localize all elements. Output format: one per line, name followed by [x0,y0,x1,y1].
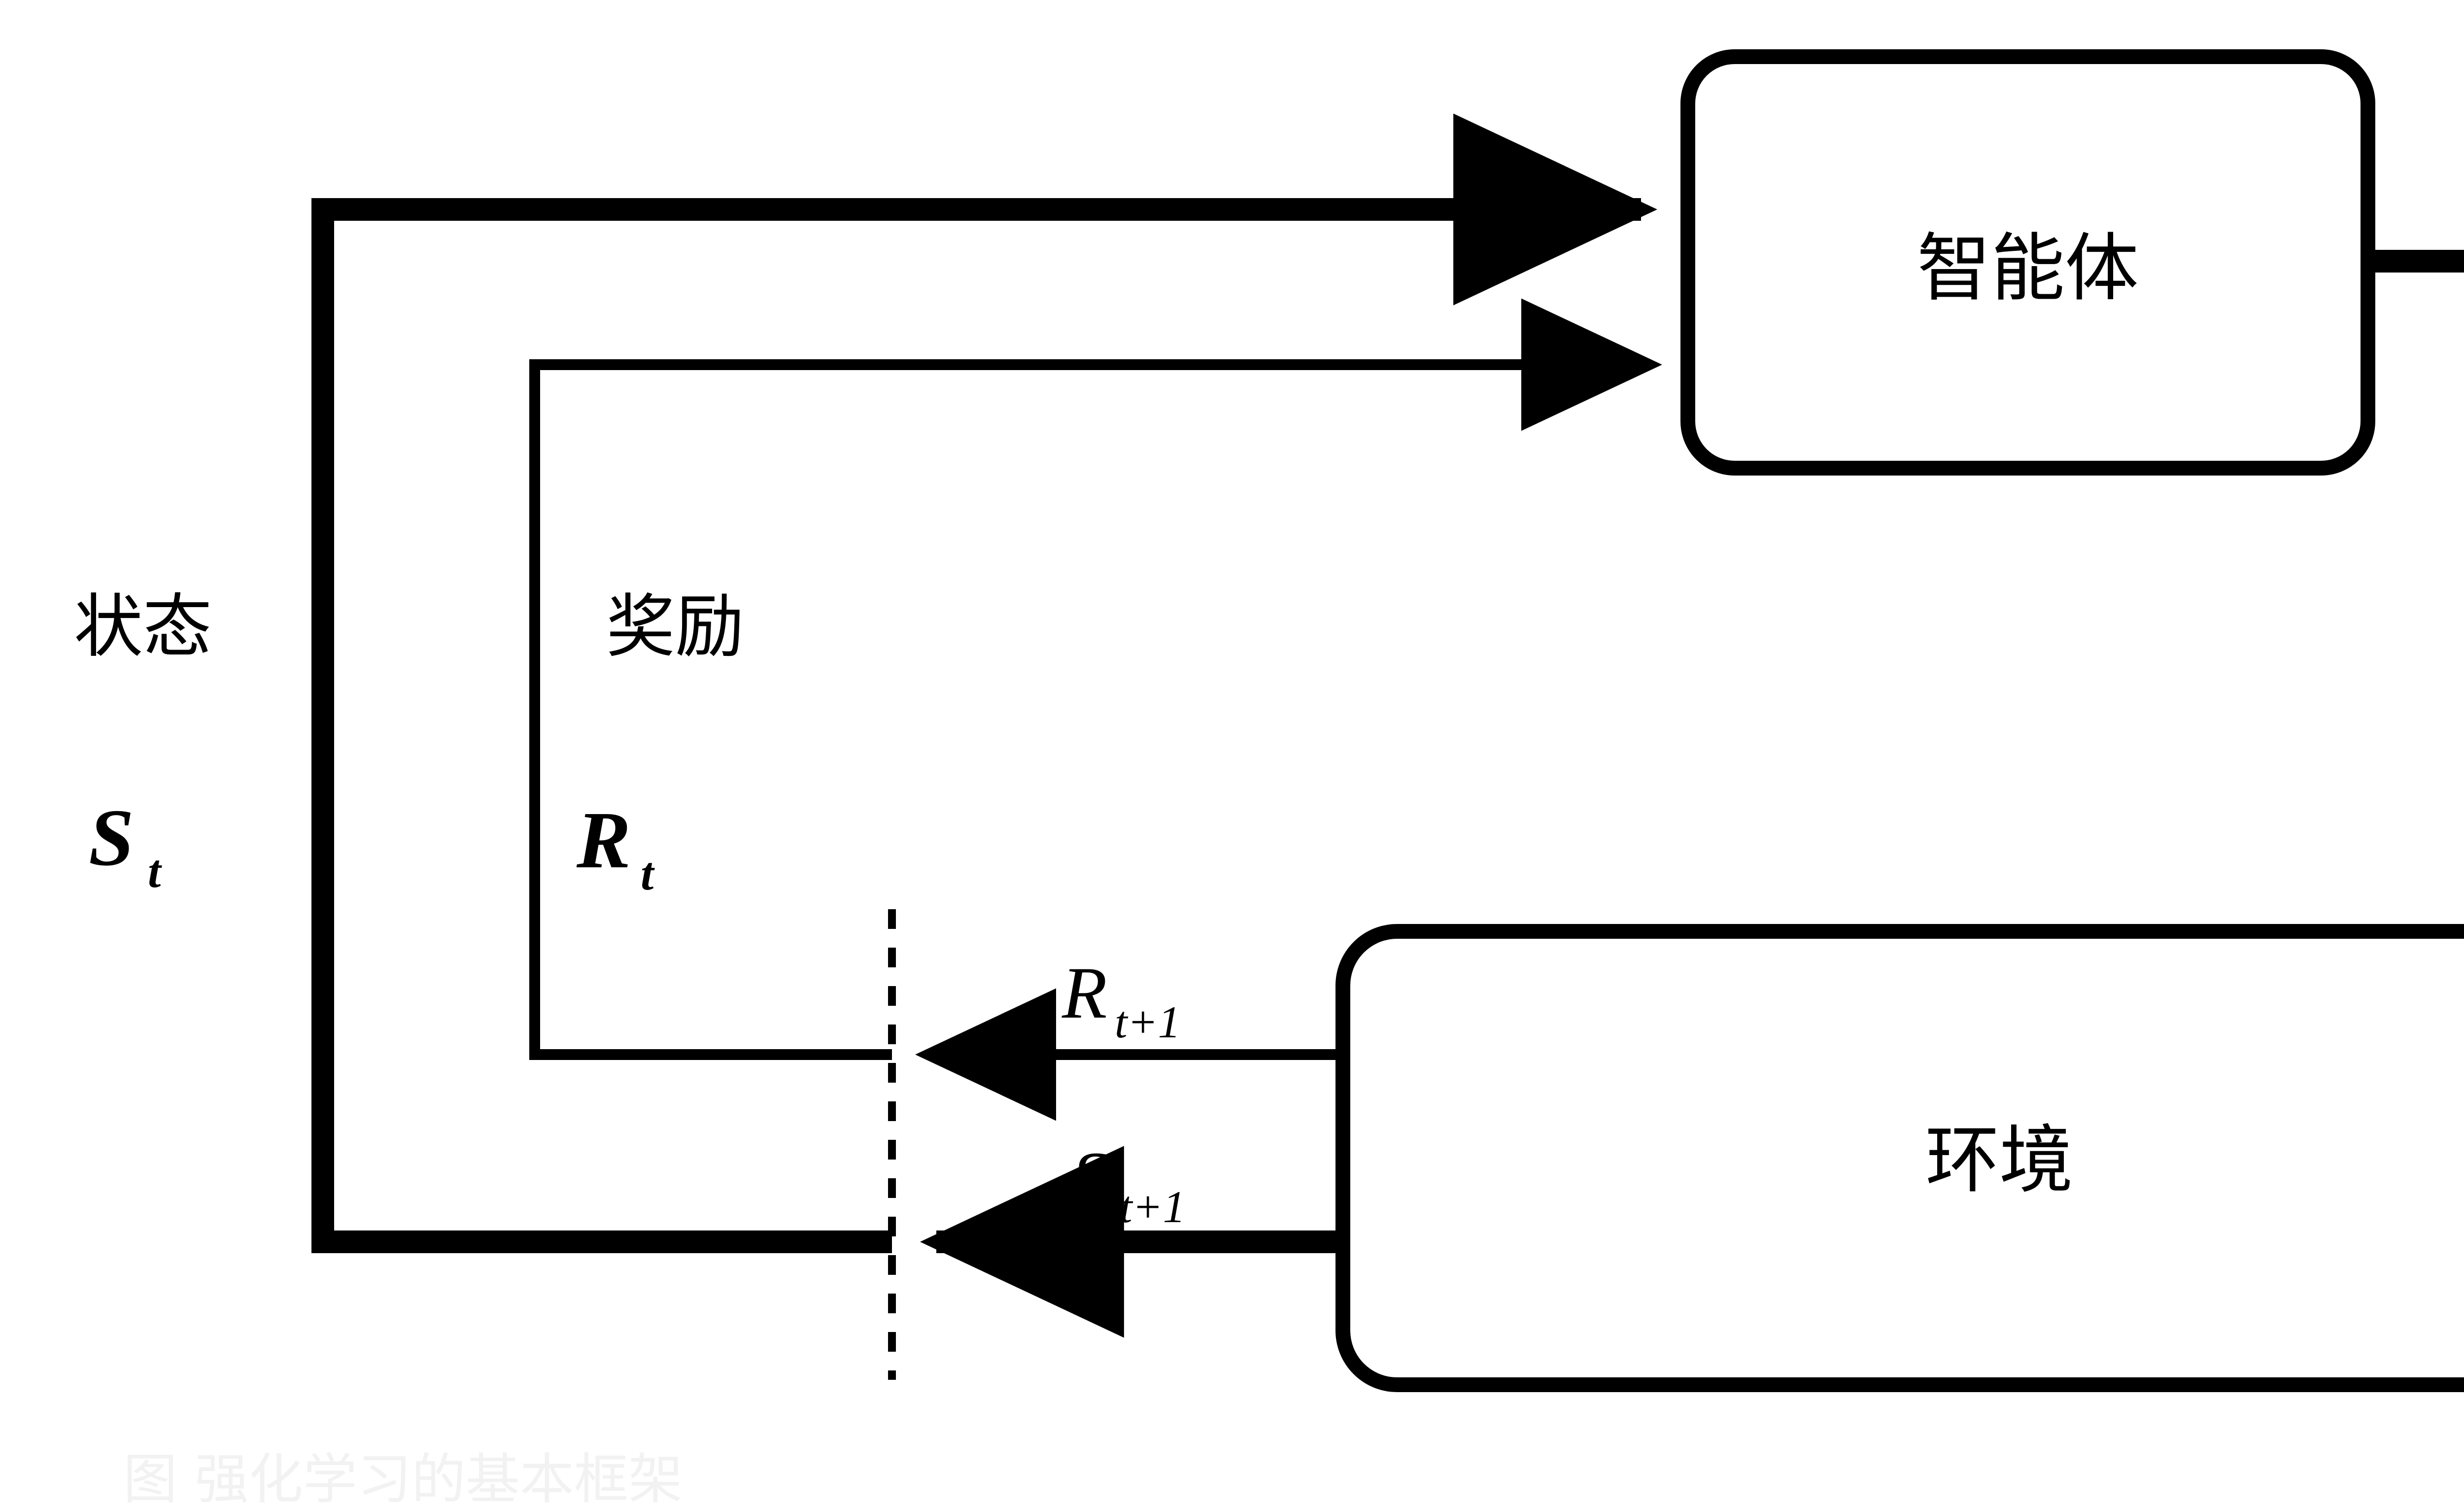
label-state-next: S t+1 [1072,1137,1186,1232]
state-symbol-subscript: t [148,845,162,897]
state-next-symbol: S [1072,1137,1109,1219]
edge-state-to-agent [311,113,1658,1253]
reward-symbol-subscript: t [641,848,655,900]
state-flow-line [311,113,1658,1253]
environment-box[interactable] [1335,924,2464,1392]
reward-label-text: 奖励 [606,587,744,667]
agent-label: 智能体 [1917,226,2139,311]
label-reward-next: R t+1 [1061,952,1181,1047]
node-agent[interactable]: 智能体 [1680,49,2375,476]
reward-next-subscript: t+1 [1115,997,1181,1047]
reward-next-symbol: R [1061,952,1107,1034]
label-state: 状态 S t [74,587,212,897]
state-label-text: 状态 [74,587,212,667]
environment-label: 环境 [1925,1118,2073,1203]
reward-flow-line [529,298,1662,1060]
node-environment[interactable]: 环境 [1335,924,2464,1392]
label-reward: 奖励 R t [576,587,744,900]
state-symbol: S [89,792,134,883]
state-next-subscript: t+1 [1120,1182,1186,1232]
edge-reward-to-agent [529,298,1662,1060]
agent-box[interactable] [1680,49,2375,476]
figure-caption: 图 强化学习的基本框架 [123,1448,683,1503]
reward-symbol: R [576,795,631,885]
